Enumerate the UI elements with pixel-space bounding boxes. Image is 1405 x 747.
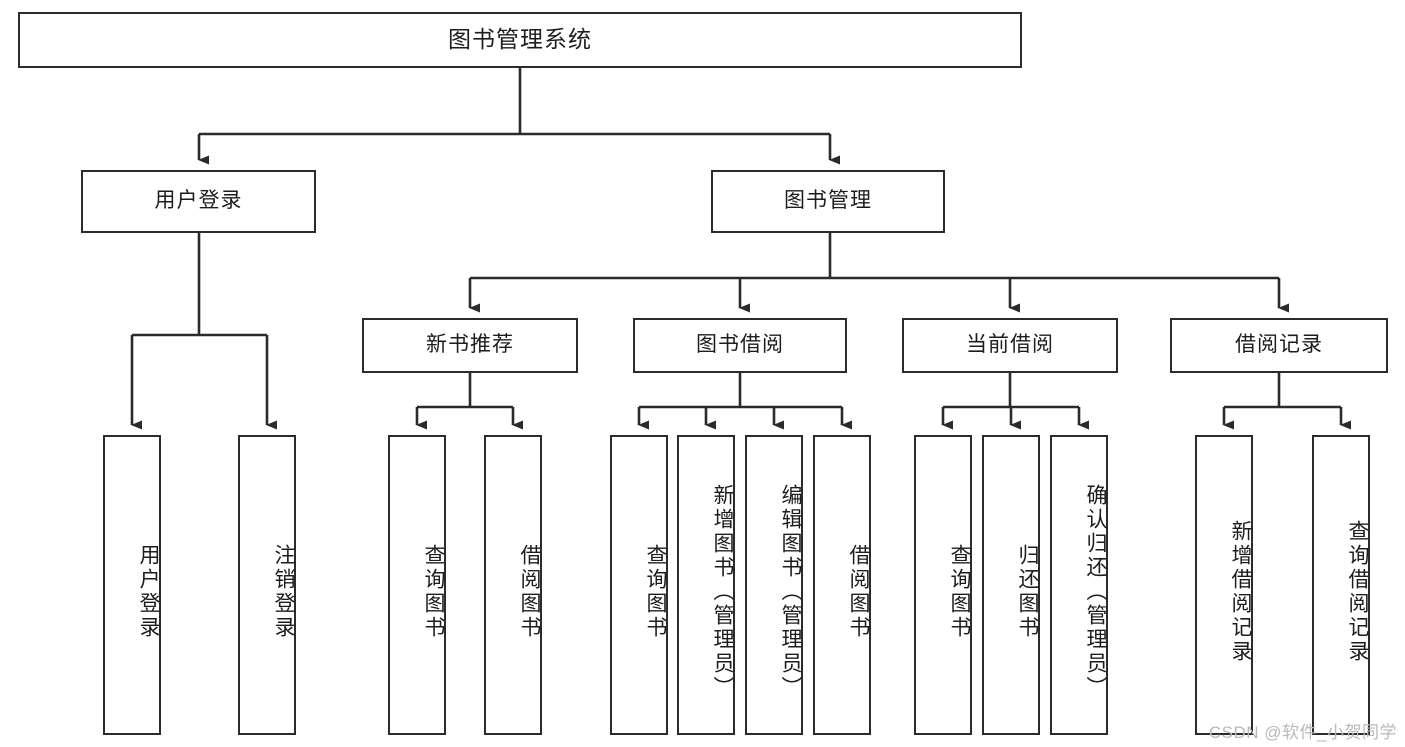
node-new-book-recommend[interactable]: 新书推荐 (362, 318, 578, 373)
node-borrow-records-label: 借阅记录 (1235, 333, 1323, 357)
node-root-label: 图书管理系统 (448, 26, 592, 53)
leaf-node[interactable]: 查询图书 (610, 435, 668, 735)
leaf-node-label: 借阅图书 (518, 544, 541, 640)
leaf-node[interactable]: 归还图书 (982, 435, 1040, 735)
leaf-node-label: 查询图书 (948, 544, 971, 640)
leaf-node-label: 查询图书 (644, 544, 667, 640)
node-current-borrow[interactable]: 当前借阅 (902, 318, 1118, 373)
node-new-book-recommend-label: 新书推荐 (426, 333, 514, 357)
node-user-login[interactable]: 用户登录 (81, 170, 316, 233)
leaf-node[interactable]: 借阅图书 (813, 435, 871, 735)
node-current-borrow-label: 当前借阅 (966, 333, 1054, 357)
node-book-borrow-label: 图书借阅 (696, 333, 784, 357)
node-book-borrow[interactable]: 图书借阅 (633, 318, 847, 373)
leaf-node-label: 查询图书 (422, 544, 445, 640)
leaf-node-label: 注销登录 (272, 544, 295, 640)
leaf-node-label: 归还图书 (1016, 544, 1039, 640)
leaf-node-label: 借阅图书 (847, 544, 870, 640)
leaf-node[interactable]: 查询图书 (388, 435, 446, 735)
leaf-node[interactable]: 借阅图书 (484, 435, 542, 735)
leaf-node[interactable]: 查询图书 (914, 435, 972, 735)
watermark: CSDN @软件_小贺同学 (1208, 723, 1397, 742)
leaf-node[interactable]: 用户登录 (103, 435, 161, 735)
leaf-node[interactable]: 注销登录 (238, 435, 296, 735)
leaf-node-label: 确认归还（管理员） (1084, 484, 1107, 700)
leaf-node-label: 查询借阅记录 (1346, 520, 1369, 664)
leaf-node-label: 用户登录 (137, 544, 160, 640)
leaf-node[interactable]: 新增借阅记录 (1195, 435, 1253, 735)
node-borrow-records[interactable]: 借阅记录 (1170, 318, 1388, 373)
leaf-node-label: 编辑图书（管理员） (779, 484, 802, 700)
leaf-node[interactable]: 新增图书（管理员） (677, 435, 735, 735)
node-user-login-label: 用户登录 (154, 189, 243, 213)
node-book-management-label: 图书管理 (784, 189, 872, 213)
leaf-node-label: 新增图书（管理员） (711, 484, 734, 700)
leaf-node[interactable]: 查询借阅记录 (1312, 435, 1370, 735)
node-root[interactable]: 图书管理系统 (18, 12, 1022, 68)
leaf-node[interactable]: 编辑图书（管理员） (745, 435, 803, 735)
node-book-management[interactable]: 图书管理 (711, 170, 945, 233)
leaf-node-label: 新增借阅记录 (1229, 520, 1252, 664)
leaf-node[interactable]: 确认归还（管理员） (1050, 435, 1108, 735)
